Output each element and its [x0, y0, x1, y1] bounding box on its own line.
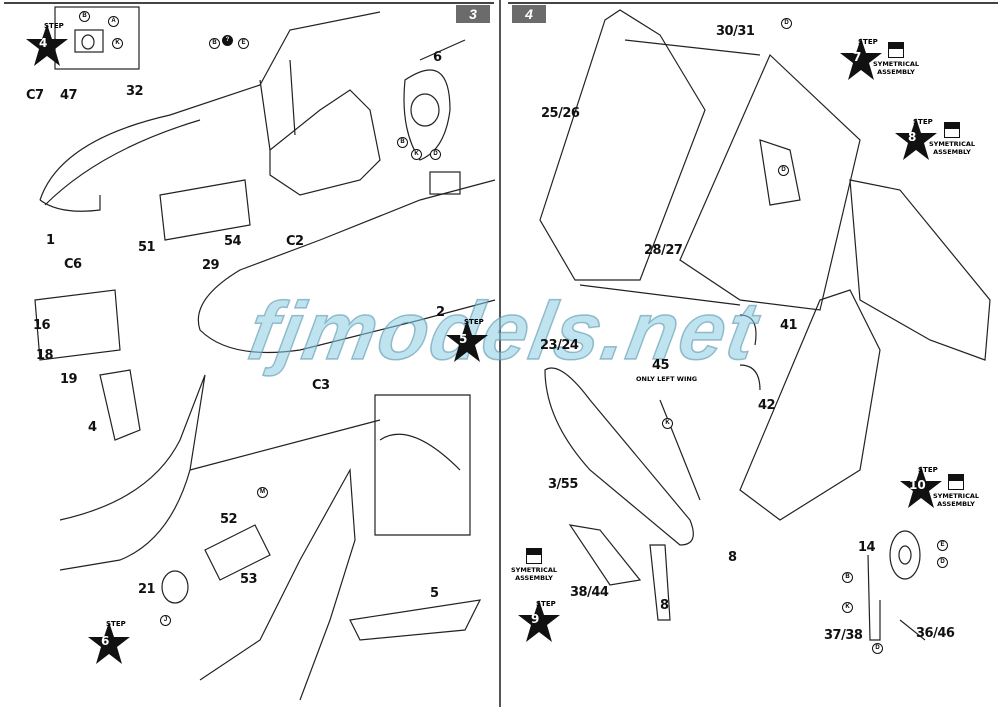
part-label-30-31: 30/31: [716, 24, 755, 39]
step-word: STEP: [858, 38, 878, 46]
callout-b: B: [79, 11, 90, 22]
callout-unknown: ?: [222, 35, 233, 46]
callout-d: D: [937, 557, 948, 568]
callout-k: K: [112, 38, 123, 49]
part-label-1: 1: [46, 233, 55, 248]
page-divider: [499, 0, 501, 707]
top-rule-right: [508, 2, 998, 4]
step-number: 6: [101, 634, 110, 648]
callout-m: M: [257, 487, 268, 498]
step-word: STEP: [536, 600, 556, 608]
step-star-icon: [26, 24, 68, 66]
step-star-icon: [88, 622, 130, 664]
callout-e: E: [937, 540, 948, 551]
symmetrical-assembly-badge: SYMETRICAL ASSEMBLY: [506, 548, 562, 582]
step-star-icon: [895, 118, 937, 160]
top-rule-left: [4, 2, 494, 4]
part-label-23-24: 23/24: [540, 338, 579, 353]
step-star-icon: [840, 38, 882, 80]
callout-d: D: [872, 643, 883, 654]
step-star-icon: [446, 320, 488, 362]
step-word: STEP: [44, 22, 64, 30]
symmetrical-label: SYMETRICAL ASSEMBLY: [932, 492, 980, 508]
part-label-45: 45: [652, 358, 670, 373]
part-label-38-44: 38/44: [570, 585, 609, 600]
part-label-52: 52: [220, 512, 238, 527]
part-label-2: 2: [436, 305, 445, 320]
symmetry-icon: [948, 474, 964, 490]
step-star-icon: [900, 466, 942, 508]
symmetry-icon: [888, 42, 904, 58]
step-word: STEP: [464, 318, 484, 326]
part-label-29: 29: [202, 258, 220, 273]
callout-b: B: [397, 137, 408, 148]
callout-b: B: [209, 38, 220, 49]
part-label-53: 53: [240, 572, 258, 587]
step-number: 8: [908, 130, 917, 144]
step-number: 7: [853, 50, 862, 64]
part-label-6: 6: [433, 50, 442, 65]
callout-d: D: [781, 18, 792, 29]
part-label-8: 8: [728, 550, 737, 565]
callout-b: B: [842, 572, 853, 583]
symmetrical-assembly-badge: SYMETRICAL ASSEMBLY: [924, 122, 980, 156]
part-label-21: 21: [138, 582, 156, 597]
callout-k: K: [411, 149, 422, 160]
part-label-c3: C3: [312, 378, 330, 393]
part-label-16: 16: [33, 318, 51, 333]
part-label-c2: C2: [286, 234, 304, 249]
symmetrical-label: SYMETRICAL ASSEMBLY: [872, 60, 920, 76]
step-number: 4: [39, 36, 48, 50]
step-word: STEP: [913, 118, 933, 126]
callout-k: K: [662, 418, 673, 429]
symmetry-icon: [526, 548, 542, 564]
part-label-37-38: 37/38: [824, 628, 863, 643]
part-label-42: 42: [758, 398, 776, 413]
part-label-c7: C7: [26, 88, 44, 103]
page-number-4: 4: [512, 5, 546, 23]
step-word: STEP: [106, 620, 126, 628]
callout-j: J: [160, 615, 171, 626]
part-label-19: 19: [60, 372, 78, 387]
part-label-54: 54: [224, 234, 242, 249]
part-label-5: 5: [430, 586, 439, 601]
part-label-51: 51: [138, 240, 156, 255]
only-left-wing-note: ONLY LEFT WING: [636, 375, 698, 383]
callout-e: E: [238, 38, 249, 49]
callout-d: D: [430, 149, 441, 160]
part-label-c6: C6: [64, 257, 82, 272]
symmetrical-assembly-badge: SYMETRICAL ASSEMBLY: [928, 474, 984, 508]
step-star-icon: [518, 600, 560, 642]
part-label-41: 41: [780, 318, 798, 333]
part-label-18: 18: [36, 348, 54, 363]
symmetrical-assembly-badge: SYMETRICAL ASSEMBLY: [868, 42, 924, 76]
symmetrical-label: SYMETRICAL ASSEMBLY: [510, 566, 558, 582]
callout-k: K: [842, 602, 853, 613]
part-label-28-27: 28/27: [644, 243, 683, 258]
callout-d: D: [778, 165, 789, 176]
part-label-3-55: 3/55: [548, 477, 578, 492]
step-number: 9: [531, 612, 540, 626]
symmetry-icon: [944, 122, 960, 138]
part-label-4: 4: [88, 420, 97, 435]
part-label-14: 14: [858, 540, 876, 555]
part-label-32: 32: [126, 84, 144, 99]
step-number: 5: [459, 332, 468, 346]
symmetrical-label: SYMETRICAL ASSEMBLY: [928, 140, 976, 156]
page-number-3: 3: [456, 5, 490, 23]
part-label-8: 8: [660, 598, 669, 613]
watermark: fjmodels.net: [241, 285, 766, 378]
part-label-36-46: 36/46: [916, 626, 955, 641]
step4-detail-box: [54, 6, 140, 70]
part-label-47: 47: [60, 88, 78, 103]
part-label-25-26: 25/26: [541, 106, 580, 121]
step-word: STEP: [918, 466, 938, 474]
callout-a: A: [108, 16, 119, 27]
step-number: 10: [909, 478, 926, 492]
